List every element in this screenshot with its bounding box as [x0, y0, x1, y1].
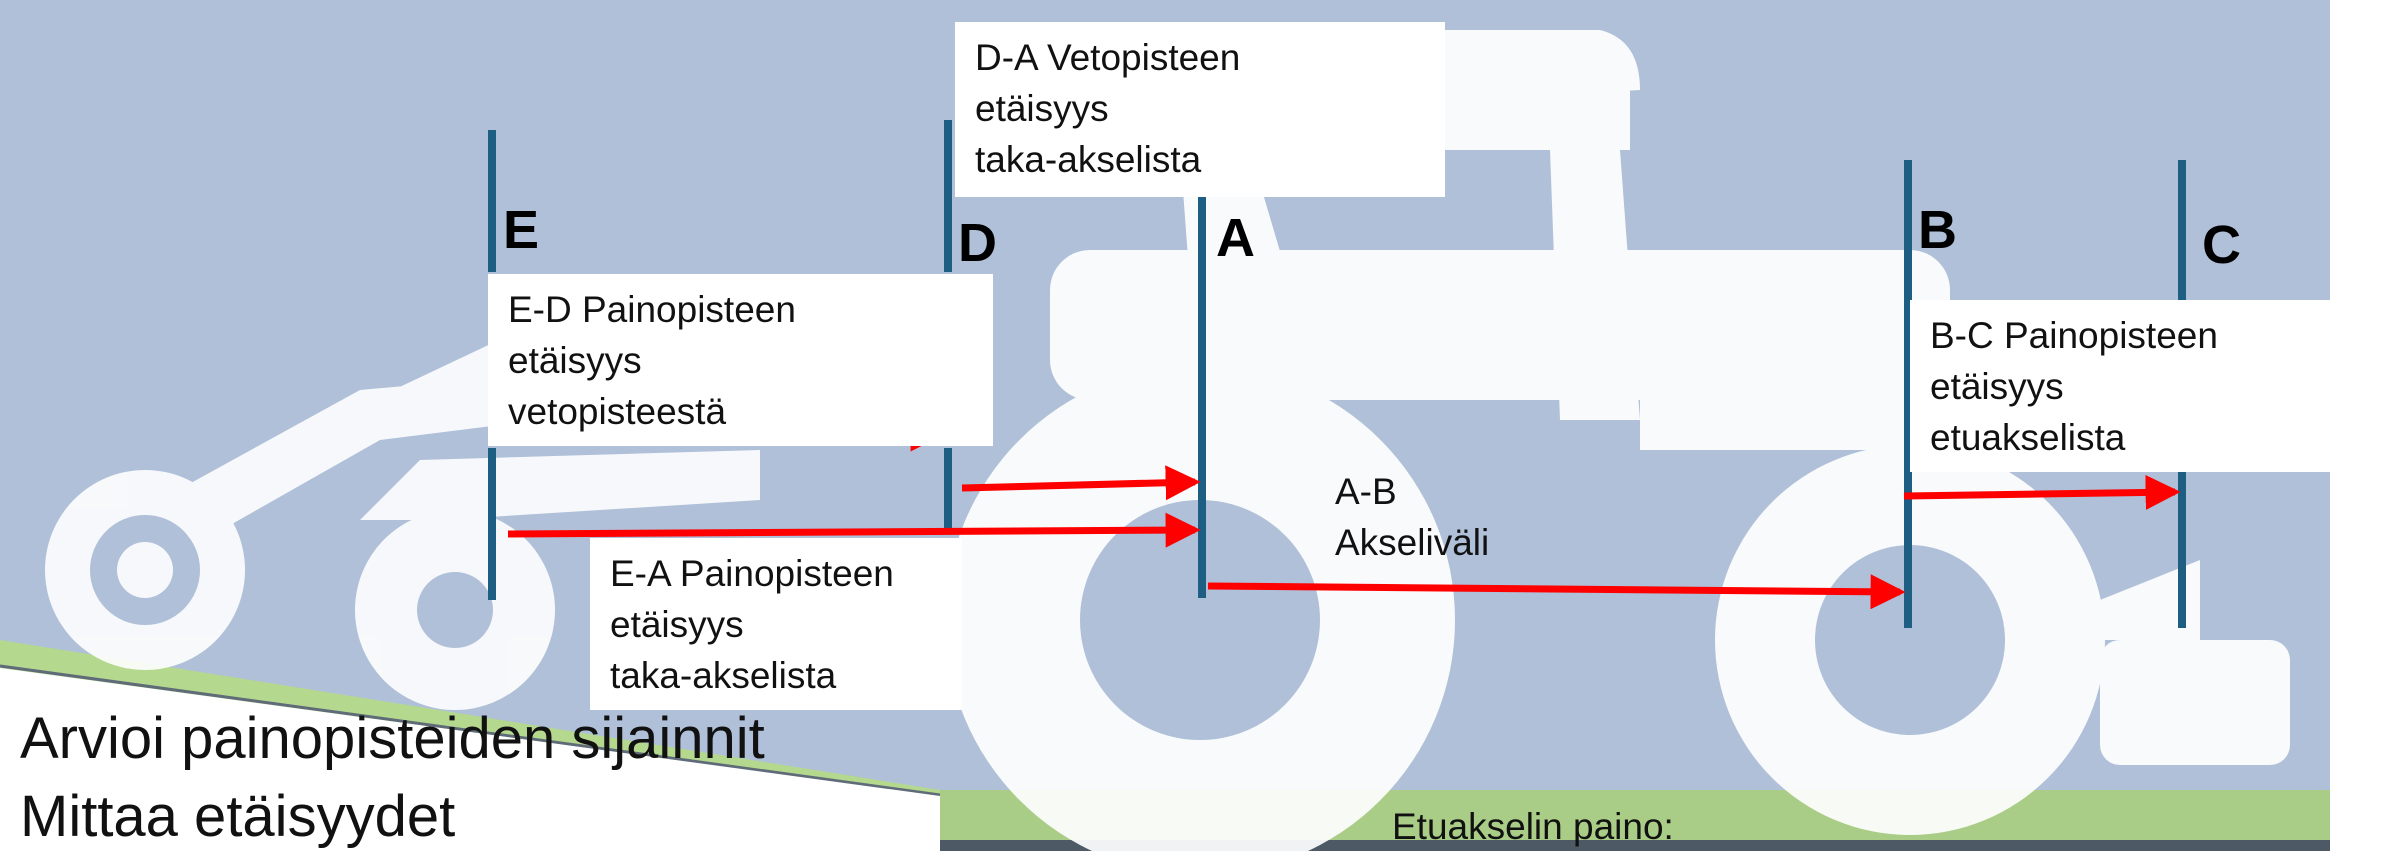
label-d-a: D-A Vetopisteen etäisyys taka-akselista [955, 22, 1445, 197]
label-a-b: A-B Akseliväli [1335, 471, 1490, 563]
slope-line [0, 664, 941, 797]
label-b-c: B-C Painopisteen etäisyys etuakselista [1910, 300, 2330, 472]
label-e-d: E-D Painopisteen etäisyys vetopisteestä [488, 274, 993, 446]
point-label-a: A [1216, 208, 1255, 268]
arrow-d-a [961, 465, 1201, 501]
point-label-e: E [503, 200, 540, 260]
arrow-e-a [507, 512, 1201, 548]
point-label-c: C [2202, 215, 2241, 275]
front-axle-weight-label: Etuakselin paino: [1392, 806, 1674, 847]
footer-strip [940, 840, 2330, 851]
arrow-b-c [1903, 474, 2181, 510]
caption-panel [0, 668, 940, 851]
instruction-caption: Arvioi painopisteiden sijainnit Mittaa e… [20, 706, 765, 849]
point-label-b: B [1918, 200, 1957, 260]
point-label-d: D [958, 213, 997, 273]
arrow-a-b [1207, 574, 1906, 610]
label-e-a: E-A Painopisteen etäisyys taka-akselista [590, 538, 962, 710]
